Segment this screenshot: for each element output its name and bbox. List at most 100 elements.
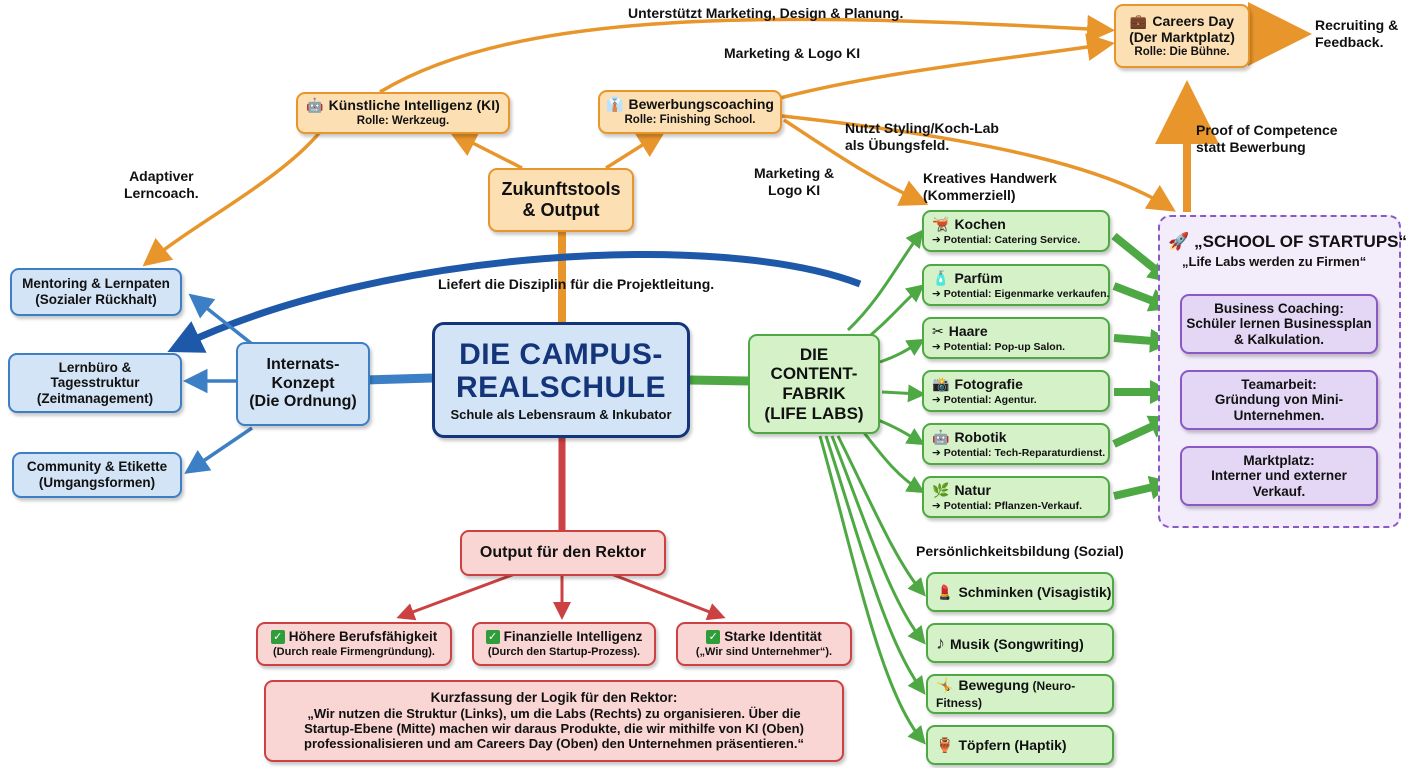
center-to-internat-link bbox=[363, 373, 433, 385]
coaching-role: Rolle: Finishing School. bbox=[624, 114, 756, 127]
discipline-arrow bbox=[167, 251, 862, 353]
lab-musik-title: Musik (Songwriting) bbox=[950, 635, 1084, 652]
labs-to-musik-arrow bbox=[830, 435, 926, 645]
outcome-berufsfaehigkeit-title-row: ✓Höhere Berufsfähigkeit bbox=[270, 628, 438, 645]
outcome-identitaet-title: Starke Identität bbox=[724, 628, 822, 644]
startup-business-coaching-label: Business Coaching: Schüler lernen Busine… bbox=[1186, 300, 1372, 347]
outcome-berufsfaehigkeit-sub: (Durch reale Firmengründung). bbox=[273, 646, 435, 659]
lab-kochen: 🫕Kochen ➔ Potential: Catering Service. bbox=[922, 210, 1110, 252]
lab-bewegung: 🤸Bewegung (Neuro-Fitness) bbox=[926, 674, 1114, 714]
amphora-icon: 🏺 bbox=[936, 736, 954, 753]
lab-haare-title-row: ✂Haare bbox=[932, 323, 988, 339]
lab-parfuem-title-row: 🧴Parfüm bbox=[932, 270, 1003, 286]
ki-role: Rolle: Werkzeug. bbox=[356, 115, 450, 128]
tools-hub: Zukunftstools & Output bbox=[488, 168, 634, 232]
labs-to-fotografie-arrow bbox=[881, 384, 926, 403]
check-icon: ✓ bbox=[485, 629, 500, 644]
careers-title-row: 💼Careers Day (Der Marktplatz) bbox=[1129, 13, 1235, 45]
lab-toepfern: 🏺Töpfern (Haptik) bbox=[926, 725, 1114, 765]
lab-schminken-title-row: 💄Schminken (Visagistik) bbox=[936, 584, 1111, 600]
mentoring-node: Mentoring & Lernpaten (Sozialer Rückhalt… bbox=[10, 268, 182, 316]
rektor-summary-text: „Wir nutzen die Struktur (Links), um die… bbox=[304, 705, 804, 751]
outcome-finanz: ✓Finanzielle Intelligenz (Durch den Star… bbox=[472, 622, 656, 666]
ki-title: Künstliche Intelligenz (KI) bbox=[328, 97, 500, 114]
rektor-to-identitaet-arrow bbox=[605, 570, 726, 621]
careers-role: Rolle: Die Bühne. bbox=[1134, 45, 1230, 58]
community-label: Community & Etikette (Umgangsformen) bbox=[26, 459, 168, 490]
lab-fotografie-title: Fotografie bbox=[954, 375, 1023, 392]
startup-marktplatz: Marktplatz: Interner und externer Verkau… bbox=[1180, 446, 1378, 506]
startups-title-row: 🚀„SCHOOL OF STARTUPS“ bbox=[1168, 232, 1407, 252]
rektor-to-berufsfaehigkeit-arrow bbox=[396, 570, 521, 621]
lernbuero-node: Lernbüro & Tagesstruktur (Zeitmanagement… bbox=[8, 353, 182, 413]
labs-to-schminken-arrow bbox=[836, 435, 926, 597]
center-node: DIE CAMPUS- REALSCHULE Schule als Lebens… bbox=[432, 322, 690, 438]
coaching-to-careers-arrow bbox=[779, 33, 1115, 100]
startup-teamarbeit: Teamarbeit: Gründung von Mini- Unternehm… bbox=[1180, 370, 1378, 430]
labs-to-kochen-arrow bbox=[846, 229, 924, 332]
outcome-finanz-title-row: ✓Finanzielle Intelligenz bbox=[485, 628, 643, 645]
ki-title-row: 🤖Künstliche Intelligenz (KI) bbox=[306, 97, 500, 113]
mentoring-label: Mentoring & Lernpaten (Sozialer Rückhalt… bbox=[22, 276, 170, 307]
lab-natur-potential: ➔ Potential: Pflanzen-Verkauf. bbox=[932, 500, 1082, 513]
heading-creative: Kreatives Handwerk (Kommerziell) bbox=[923, 170, 1057, 203]
outcome-berufsfaehigkeit-title: Höhere Berufsfähigkeit bbox=[288, 628, 438, 644]
rektor-hub: Output für den Rektor bbox=[460, 530, 666, 576]
lab-robotik: 🤖Robotik ➔ Potential: Tech-Reparaturdien… bbox=[922, 423, 1110, 465]
leaf-icon: 🌿 bbox=[932, 481, 950, 498]
rektor-summary: Kurzfassung der Logik für den Rektor: „W… bbox=[264, 680, 844, 762]
tools-hub-label: Zukunftstools & Output bbox=[501, 179, 621, 220]
community-node: Community & Etikette (Umgangsformen) bbox=[12, 452, 182, 498]
outcome-identitaet-sub: („Wir sind Unternehmer“). bbox=[695, 646, 833, 659]
lab-parfuem: 🧴Parfüm ➔ Potential: Eigenmarke verkaufe… bbox=[922, 264, 1110, 306]
internat-to-mentoring-arrow bbox=[188, 293, 254, 346]
lab-musik-title-row: ♪ Musik (Songwriting) bbox=[936, 633, 1084, 654]
natur-to-startups-arrow bbox=[1113, 475, 1174, 500]
careers-node: 💼Careers Day (Der Marktplatz) Rolle: Die… bbox=[1114, 4, 1250, 68]
lab-fotografie-title-row: 📸Fotografie bbox=[932, 376, 1023, 392]
label-discipline: Liefert die Disziplin für die Projektlei… bbox=[438, 276, 715, 292]
label-marketing-logo-mid: Marketing & Logo KI bbox=[754, 165, 835, 198]
labs-to-bewegung-arrow bbox=[824, 435, 926, 695]
internat-to-community-arrow bbox=[184, 426, 253, 474]
lab-haare-title: Haare bbox=[948, 322, 988, 339]
check-icon: ✓ bbox=[270, 629, 285, 644]
lab-fotografie: 📸Fotografie ➔ Potential: Agentur. bbox=[922, 370, 1110, 412]
robot-icon: 🤖 bbox=[306, 97, 324, 114]
lab-kochen-title: Kochen bbox=[954, 215, 1006, 232]
lab-schminken-title: Schminken (Visagistik) bbox=[958, 583, 1112, 600]
coaching-node: 👔Bewerbungscoaching Rolle: Finishing Sch… bbox=[598, 90, 782, 134]
lernbuero-label: Lernbüro & Tagesstruktur (Zeitmanagement… bbox=[36, 359, 154, 406]
label-marketing-design: Unterstützt Marketing, Design & Planung. bbox=[628, 5, 904, 21]
outcome-finanz-sub: (Durch den Startup-Prozess). bbox=[487, 646, 641, 659]
music-note-icon: ♪ bbox=[936, 632, 945, 653]
ki-to-mentoring-arrow bbox=[142, 130, 322, 267]
label-adaptiver: Adaptiver Lerncoach. bbox=[124, 168, 199, 201]
center-subtitle: Schule als Lebensraum & Inkubator bbox=[450, 406, 672, 422]
labs-to-haare-arrow bbox=[879, 338, 926, 364]
outcome-berufsfaehigkeit: ✓Höhere Berufsfähigkeit (Durch reale Fir… bbox=[256, 622, 452, 666]
lab-robotik-potential: ➔ Potential: Tech-Reparaturdienst. bbox=[932, 447, 1106, 460]
outcome-identitaet-title-row: ✓Starke Identität bbox=[706, 629, 822, 645]
lab-haare: ✂Haare ➔ Potential: Pop-up Salon. bbox=[922, 317, 1110, 359]
rektor-hub-label: Output für den Rektor bbox=[479, 543, 647, 561]
coaching-to-startups-arrow bbox=[781, 114, 1176, 212]
center-to-labs-link bbox=[689, 375, 749, 386]
label-styling: Nutzt Styling/Koch-Lab als Übungsfeld. bbox=[845, 120, 999, 153]
camera-icon: 📸 bbox=[932, 375, 950, 392]
lab-natur: 🌿Natur ➔ Potential: Pflanzen-Verkauf. bbox=[922, 476, 1110, 518]
tools-to-coaching-arrow bbox=[605, 130, 666, 170]
outcome-identitaet: ✓Starke Identität („Wir sind Unternehmer… bbox=[676, 622, 852, 666]
internat-hub: Internats- Konzept (Die Ordnung) bbox=[236, 342, 370, 426]
scissors-icon: ✂ bbox=[932, 322, 944, 339]
internat-hub-label: Internats- Konzept (Die Ordnung) bbox=[249, 356, 357, 411]
lab-robotik-title: Robotik bbox=[954, 428, 1007, 445]
necktie-icon: 👔 bbox=[606, 96, 624, 113]
robotik-to-startups-arrow bbox=[1112, 415, 1174, 448]
cooking-pot-icon: 🫕 bbox=[932, 215, 950, 232]
lab-natur-title: Natur bbox=[954, 481, 991, 498]
check-icon: ✓ bbox=[706, 629, 721, 644]
coaching-to-creative-arrow bbox=[783, 118, 929, 206]
lab-schminken: 💄Schminken (Visagistik) bbox=[926, 572, 1114, 612]
outcome-finanz-title: Finanzielle Intelligenz bbox=[503, 628, 643, 644]
